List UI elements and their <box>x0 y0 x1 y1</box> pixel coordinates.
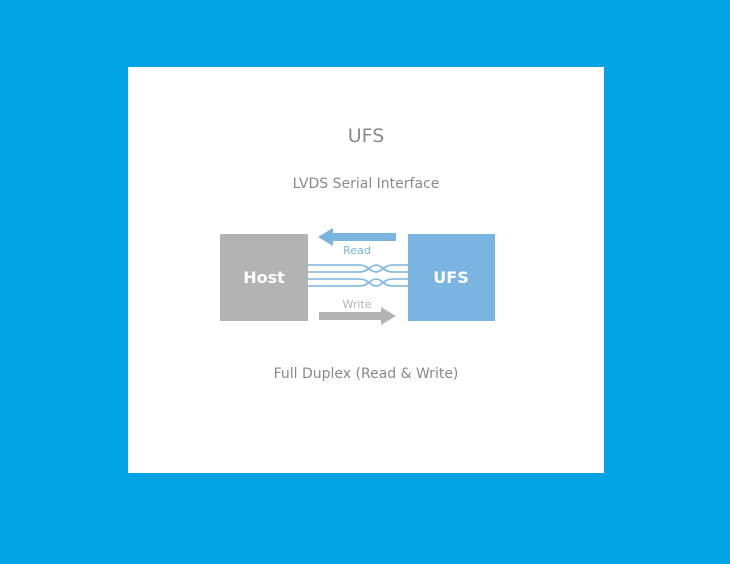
read-arrow <box>318 228 396 246</box>
diagram-title: UFS <box>347 125 385 147</box>
diagram-footer: Full Duplex (Read & Write) <box>273 366 459 382</box>
write-arrow-shaft <box>319 312 383 320</box>
write-arrow <box>319 307 396 325</box>
lane-bottom-b <box>308 278 408 287</box>
interface-diagram: Host UFS Read Write <box>220 228 495 325</box>
lane-top-b <box>308 264 408 273</box>
read-label: Read <box>343 244 371 257</box>
diagram-subtitle: LVDS Serial Interface <box>292 176 440 192</box>
diagram-card: UFS LVDS Serial Interface Host UFS Read … <box>128 67 604 473</box>
read-arrow-shaft <box>331 233 396 241</box>
ufs-label: UFS <box>433 268 468 287</box>
host-box <box>220 234 308 321</box>
host-label: Host <box>243 268 285 287</box>
serial-lanes <box>308 264 408 287</box>
write-arrow-head <box>381 307 396 325</box>
ufs-box <box>408 234 495 321</box>
read-arrow-head <box>318 228 333 246</box>
write-label: Write <box>342 298 371 311</box>
lane-top-a <box>308 264 408 273</box>
lane-bottom-a <box>308 278 408 287</box>
